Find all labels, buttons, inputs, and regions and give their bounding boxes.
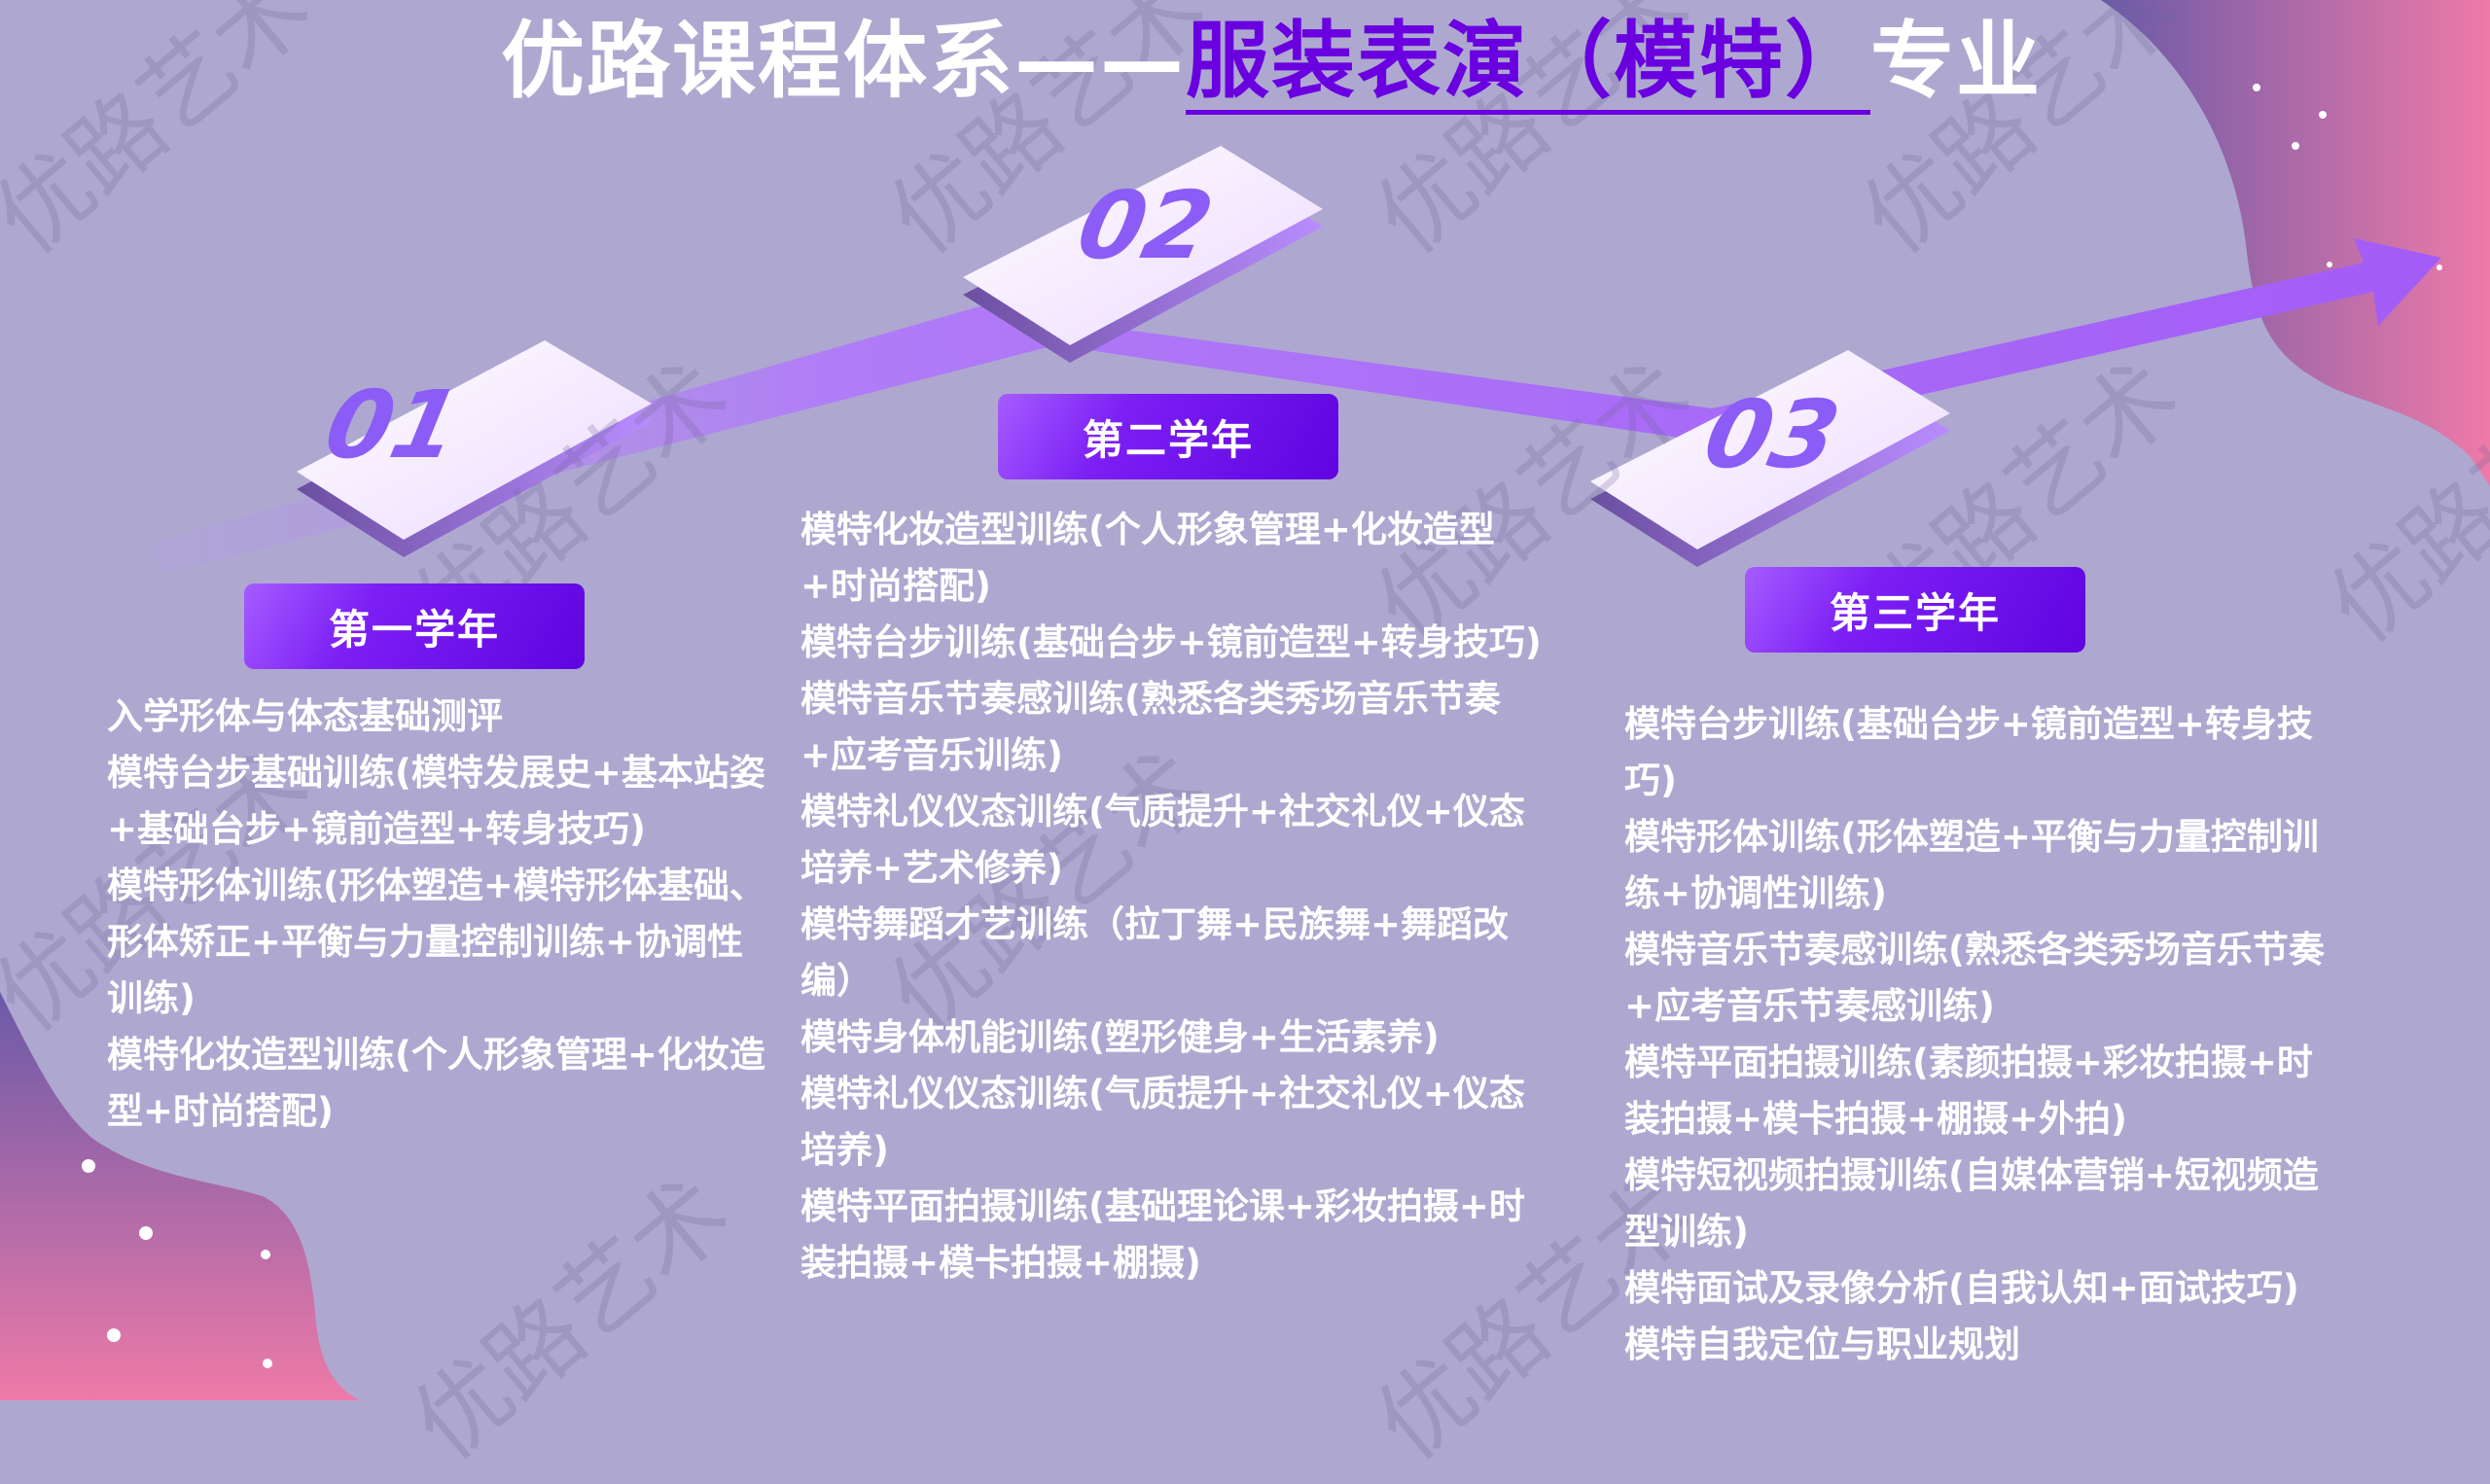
course-item: 模特形体训练(形体塑造+模特形体基础、形体矫正+平衡与力量控制训练+协调性训练) xyxy=(107,865,765,1019)
course-item: 模特身体机能训练(塑形健身+生活素养) xyxy=(800,1016,1440,1058)
page-title: 优路课程体系——服装表演（模特）专业 xyxy=(501,8,2042,115)
course-item: 模特音乐节奏感训练(熟悉各类秀场音乐节奏+应考音乐节奏感训练) xyxy=(1624,929,2325,1027)
year-1-course-list: 入学形体与体态基础测评 模特台步基础训练(模特发展史+基本站姿+基础台步+镜前造… xyxy=(107,689,778,1140)
blob-top-right xyxy=(2101,0,2490,486)
blob-bottom-left xyxy=(0,992,360,1400)
platform-01 xyxy=(297,340,652,557)
course-item: 模特舞蹈才艺训练（拉丁舞+民族舞+舞蹈改编） xyxy=(800,903,1510,1002)
year-label-1: 第一学年 xyxy=(244,583,585,669)
title-highlight: 服装表演（模特） xyxy=(1186,13,1870,115)
course-item: 模特面试及录像分析(自我认知+面试技巧) xyxy=(1624,1267,2299,1309)
course-item: 模特平面拍摄训练(基础理论课+彩妆拍摄+时装拍摄+模卡拍摄+棚摄) xyxy=(800,1185,1525,1284)
platform-02 xyxy=(963,146,1323,363)
course-item: 模特礼仪仪态训练(气质提升+社交礼仪+仪态培养+艺术修养) xyxy=(800,791,1525,889)
course-item: 模特形体训练(形体塑造+平衡与力量控制训练+协调性训练) xyxy=(1624,816,2319,914)
course-item: 入学形体与体态基础测评 xyxy=(107,695,503,737)
course-item: 模特短视频拍摄训练(自媒体营销+短视频造型训练) xyxy=(1624,1154,2319,1253)
title-prefix: 优路课程体系—— xyxy=(501,13,1186,110)
year-3-course-list: 模特台步训练(基础台步+镜前造型+转身技巧) 模特形体训练(形体塑造+平衡与力量… xyxy=(1624,696,2325,1373)
title-suffix: 专业 xyxy=(1870,13,2042,110)
step-number-03: 03 xyxy=(1695,380,1848,489)
course-item: 模特化妆造型训练(个人形象管理+化妆造型+时尚搭配) xyxy=(107,1034,765,1132)
course-item: 模特音乐节奏感训练(熟悉各类秀场音乐节奏+应考音乐训练) xyxy=(800,678,1501,776)
step-number-01: 01 xyxy=(316,371,469,479)
course-item: 模特自我定位与职业规划 xyxy=(1624,1324,2020,1365)
course-item: 模特台步基础训练(模特发展史+基本站姿+基础台步+镜前造型+转身技巧) xyxy=(107,752,765,850)
background-decoration: 01 02 03 xyxy=(0,0,2490,1400)
year-label-2: 第二学年 xyxy=(998,394,1338,479)
year-2-course-list: 模特化妆造型训练(个人形象管理+化妆造型+时尚搭配) 模特台步训练(基础台步+镜… xyxy=(800,502,1549,1291)
course-item: 模特礼仪仪态训练(气质提升+社交礼仪+仪态培养) xyxy=(800,1073,1525,1171)
platform-03 xyxy=(1590,350,1950,567)
course-item: 模特台步训练(基础台步+镜前造型+转身技巧) xyxy=(800,621,1542,663)
course-item: 模特平面拍摄训练(素颜拍摄+彩妆拍摄+时装拍摄+模卡拍摄+棚摄+外拍) xyxy=(1624,1042,2313,1140)
step-number-02: 02 xyxy=(1069,171,1222,280)
year-label-3: 第三学年 xyxy=(1745,567,2085,653)
course-item: 模特台步训练(基础台步+镜前造型+转身技巧) xyxy=(1624,703,2313,801)
course-item: 模特化妆造型训练(个人形象管理+化妆造型+时尚搭配) xyxy=(800,509,1495,607)
